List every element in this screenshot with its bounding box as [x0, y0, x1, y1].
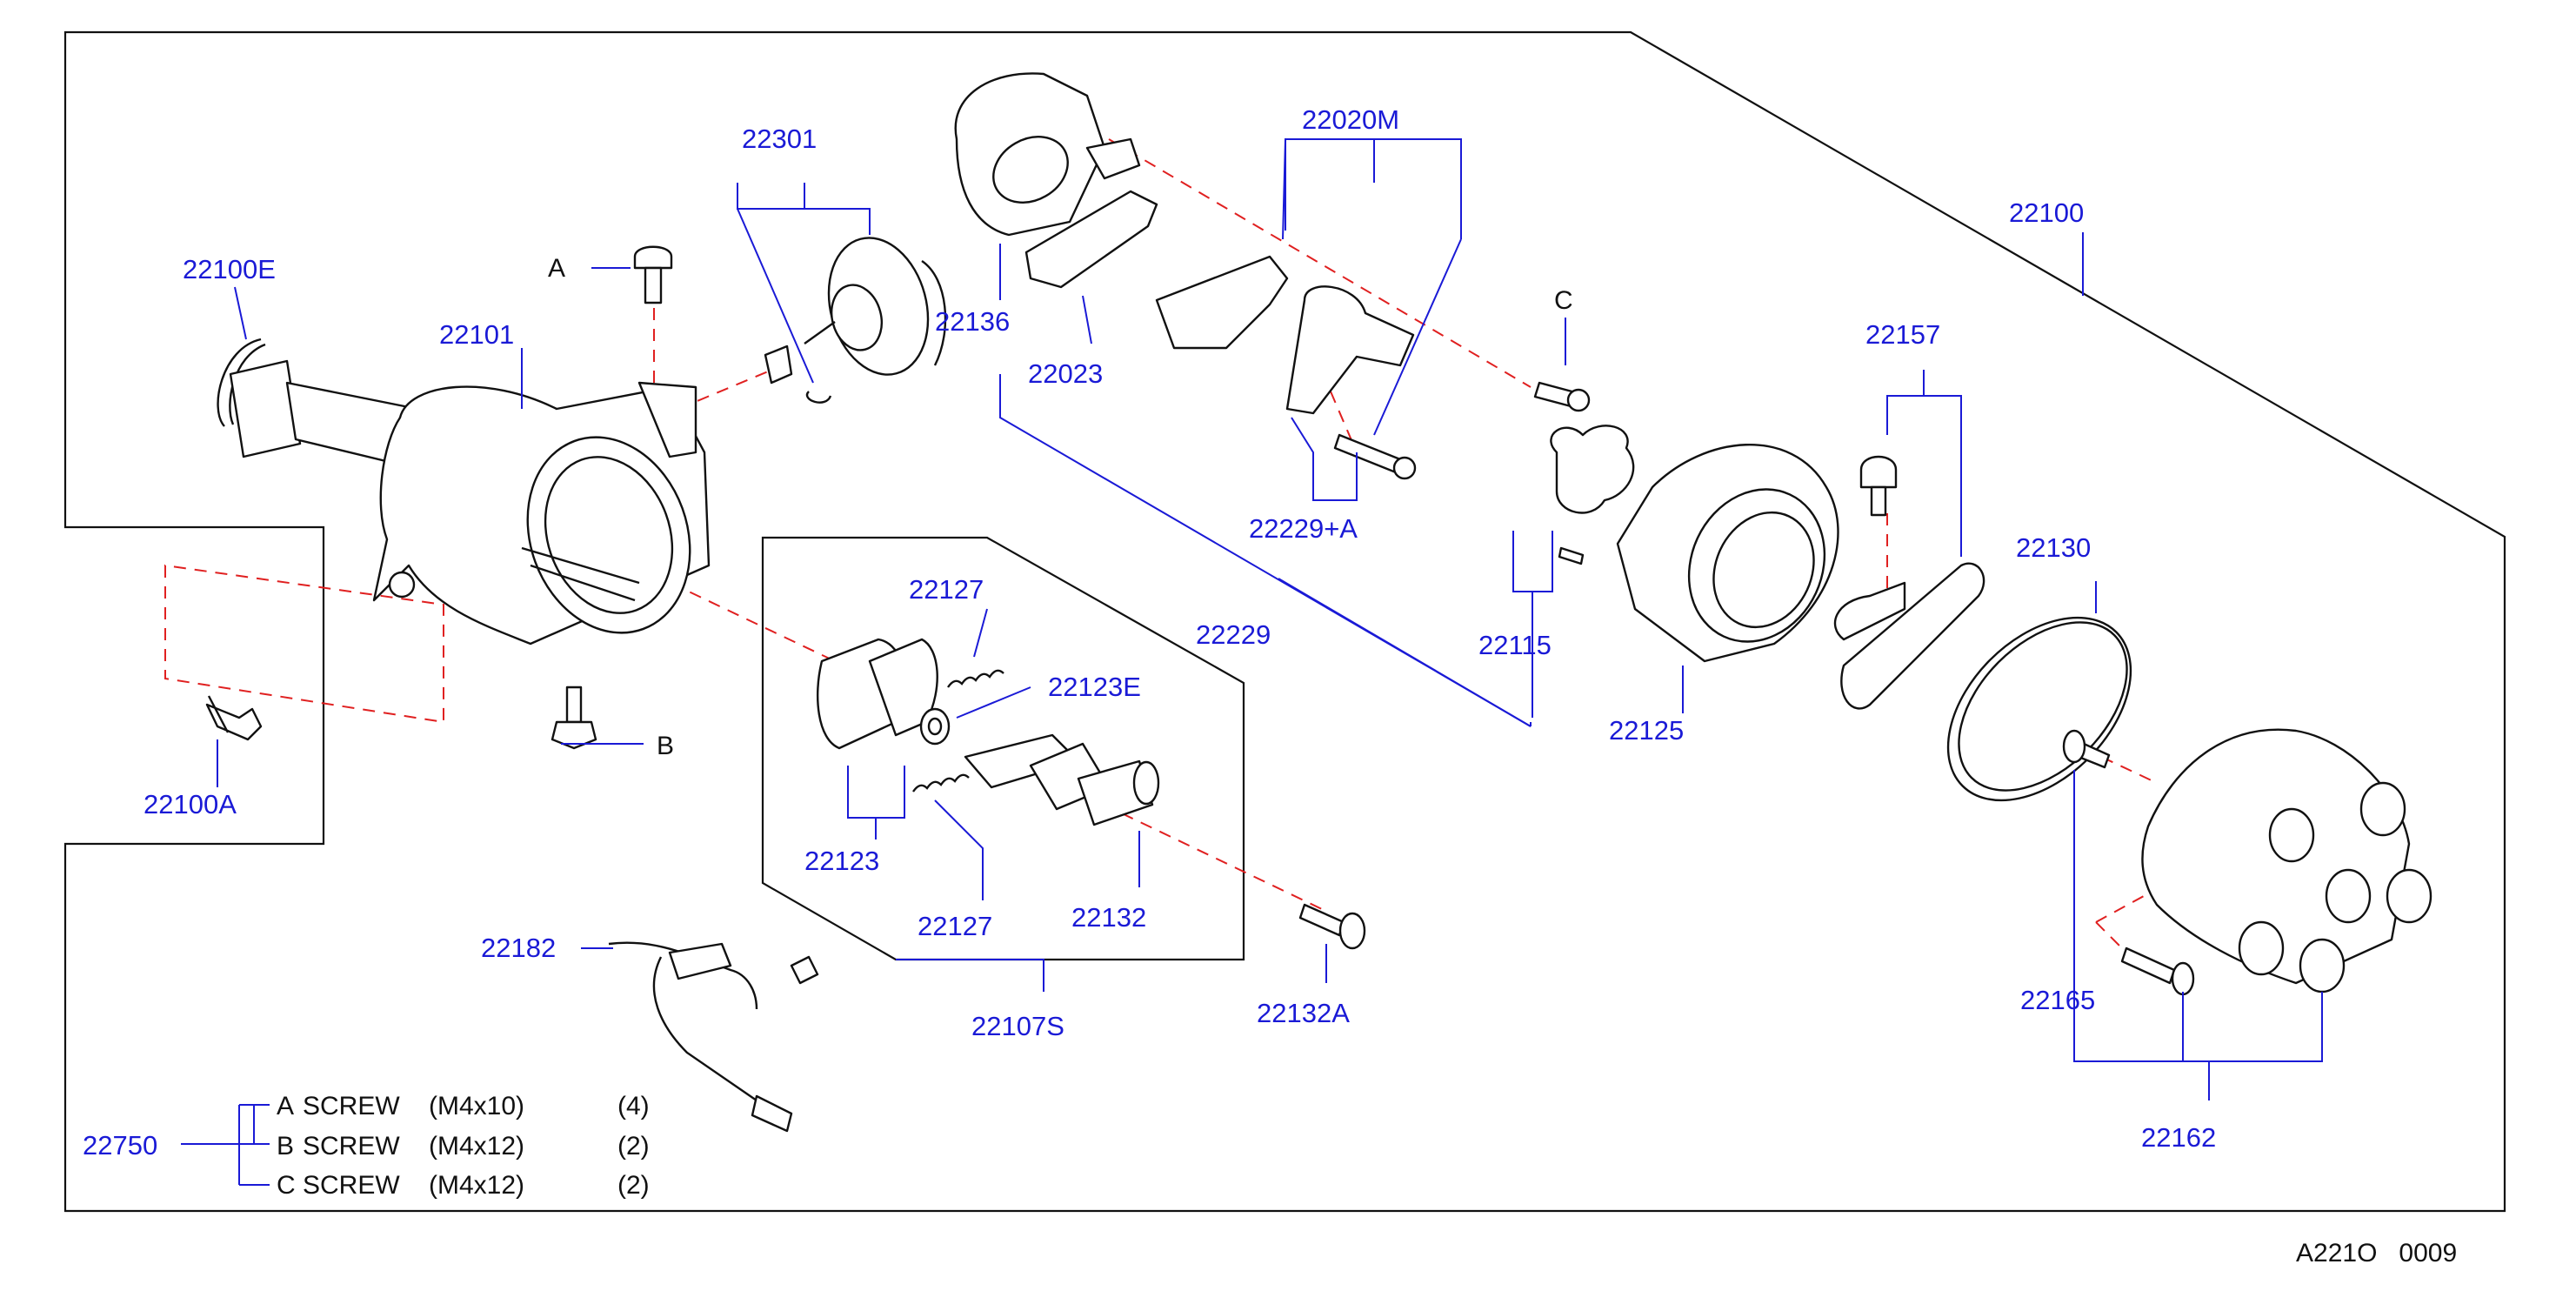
screw-a: [633, 245, 673, 304]
kit-name: SCREW: [303, 1171, 400, 1200]
kit-qty: (2): [617, 1132, 650, 1161]
label-22125: 22125: [1609, 715, 1684, 746]
label-22229A: 22229+A: [1249, 513, 1358, 544]
diagram-code: A221O 0009: [2296, 1239, 2457, 1268]
label-22100A: 22100A: [143, 789, 237, 819]
kit-letter: A: [277, 1092, 294, 1120]
label-22115: 22115: [1478, 630, 1552, 660]
vacuum-unit-22301: [764, 237, 947, 404]
callout-a: A: [548, 254, 565, 283]
bolt-22100A: [205, 695, 263, 741]
leader-lines: [181, 138, 2323, 1186]
label-22020M: 22020M: [1302, 104, 1399, 135]
label-22750: 22750: [83, 1130, 157, 1161]
contact-set-22020M: [1155, 255, 1417, 480]
kit-name: SCREW: [303, 1132, 400, 1161]
kit-letter: C: [277, 1171, 296, 1200]
label-22100: 22100: [2009, 197, 2084, 228]
kit-name: SCREW: [303, 1092, 400, 1120]
screw-kit-row: A SCREW (M4x10) (4): [277, 1092, 650, 1120]
label-22100E: 22100E: [183, 254, 276, 284]
label-22132A: 22132A: [1257, 998, 1350, 1028]
screw-kit-table: A SCREW (M4x10) (4) B SCREW (M4x12) (2) …: [277, 1092, 650, 1200]
kit-size: (M4x12): [429, 1171, 524, 1200]
harness-22182: [608, 941, 819, 1133]
subassembly-frame: [761, 536, 1245, 961]
label-22132: 22132: [1071, 902, 1146, 933]
label-22162: 22162: [2141, 1122, 2216, 1153]
label-22123: 22123: [804, 846, 879, 876]
seal-22125: [1616, 443, 1839, 663]
label-22301: 22301: [742, 124, 817, 154]
label-22229: 22229: [1196, 619, 1271, 650]
screw-b: [551, 686, 597, 750]
breaker-plate-22136: [954, 72, 1141, 237]
label-22130: 22130: [2016, 532, 2091, 563]
kit-letter: B: [277, 1132, 294, 1161]
screw-kit-row: C SCREW (M4x12) (2): [277, 1171, 650, 1200]
label-22023: 22023: [1028, 358, 1103, 389]
kit-qty: (4): [617, 1092, 650, 1120]
label-22127-bottom: 22127: [918, 911, 992, 941]
label-22182: 22182: [481, 933, 556, 963]
cam-22115: [1550, 425, 1635, 565]
callout-c: C: [1554, 286, 1573, 315]
screw-22132A: [1298, 903, 1366, 950]
callout-b: B: [657, 732, 674, 760]
part-number-labels: 22100 22100E 22101 22100A 22301 22136 22…: [83, 104, 2216, 1161]
kit-qty: (2): [617, 1171, 650, 1200]
diagram-frame: [63, 30, 2506, 1213]
kit-size: (M4x12): [429, 1132, 524, 1161]
housing-22101: [229, 359, 711, 646]
plate-22023: [1024, 190, 1158, 289]
label-22107S: 22107S: [971, 1011, 1064, 1041]
screw-kit-row: B SCREW (M4x12) (2): [277, 1132, 650, 1161]
rotor-shaft-22132: [964, 733, 1160, 826]
weights-22123: [817, 638, 938, 750]
screw-callouts: A B C: [548, 254, 1573, 760]
washer-22123E: [919, 707, 951, 746]
screw-c: [1533, 381, 1591, 412]
cap-22162: [2062, 728, 2433, 996]
kit-size: (M4x10): [429, 1092, 524, 1120]
label-22123E: 22123E: [1048, 672, 1141, 702]
label-22136: 22136: [935, 306, 1010, 337]
label-22165: 22165: [2020, 985, 2095, 1015]
label-22157: 22157: [1865, 319, 1940, 350]
rotor-22157: [1833, 455, 1985, 710]
label-22127-top: 22127: [909, 574, 984, 605]
springs-22127: [912, 669, 1004, 793]
label-22101: 22101: [439, 319, 514, 350]
